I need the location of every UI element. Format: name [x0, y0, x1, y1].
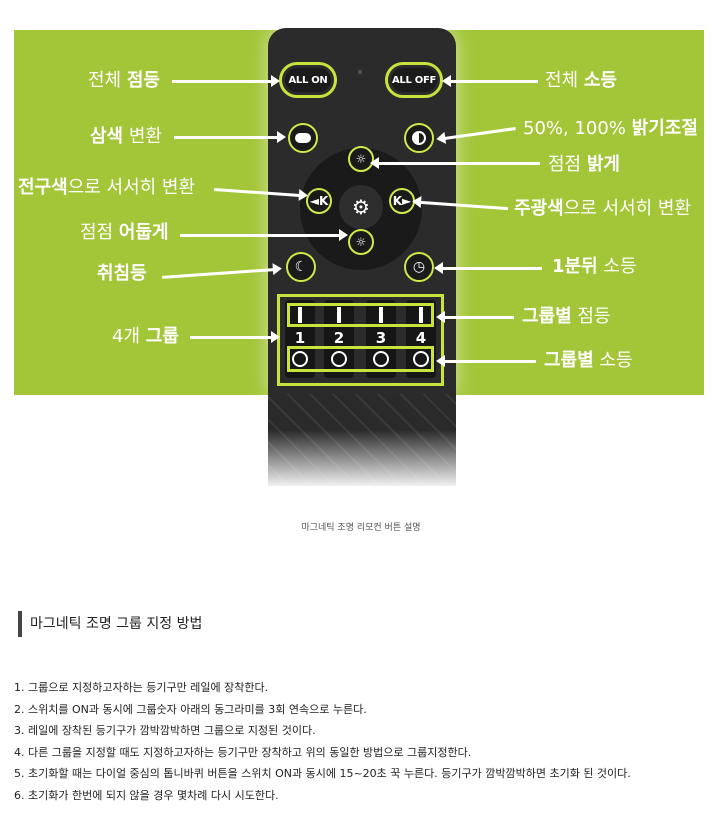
all-off-button[interactable]: ALL OFF: [391, 68, 437, 92]
color-toggle-icon: [295, 133, 311, 143]
label-sleep: 취침등: [97, 263, 147, 284]
day-gradual-button[interactable]: K►: [389, 188, 415, 214]
label-brighter: 점점 밝게: [548, 154, 620, 175]
indicator-dot: [358, 70, 362, 74]
list-item: 6. 초기화가 한번에 되지 않을 경우 몇차례 다시 시도한다.: [14, 788, 279, 802]
sun-down-icon: ☼: [355, 235, 367, 249]
all-off-label: ALL OFF: [391, 74, 437, 86]
group-4-off-icon: [413, 351, 429, 367]
label-color-change: 삼색 변환: [90, 126, 162, 147]
group-2-on-icon: [337, 307, 341, 323]
label-group-on: 그룹별 점등: [522, 306, 611, 327]
all-on-label: ALL ON: [288, 74, 328, 86]
clock-icon: ◷: [412, 259, 426, 275]
half-circle-icon: [412, 131, 426, 145]
group-number-4: 4: [415, 329, 427, 347]
group-4-on-icon: [419, 307, 423, 323]
group-number-2: 2: [333, 329, 345, 347]
group-1-on-icon: [298, 307, 302, 323]
figure-caption: 마그네틱 조명 리모컨 버튼 설명: [301, 523, 421, 533]
group-3-off-icon: [373, 351, 389, 367]
label-brightness: 50%, 100% 밝기조절: [523, 118, 698, 139]
warm-gradual-button[interactable]: ◄K: [306, 188, 332, 214]
label-all-off: 전체 소등: [545, 70, 617, 91]
all-on-highlight: [279, 62, 337, 98]
timer-off-button[interactable]: ◷: [404, 252, 434, 282]
all-on-button[interactable]: ALL ON: [285, 68, 331, 92]
group-off-row-highlight: [287, 346, 434, 372]
label-group-off: 그룹별 소등: [544, 350, 633, 371]
list-item: 2. 스위치를 ON과 동시에 그룹숫자 아래의 동그라미를 3회 연속으로 누…: [14, 702, 367, 716]
moon-icon: ☾: [294, 259, 308, 275]
group-2-off-icon: [331, 351, 347, 367]
label-day-gradual: 주광색으로 서서히 변환: [514, 198, 692, 219]
group-on-row-highlight: [287, 303, 434, 327]
color-change-button[interactable]: [288, 123, 318, 153]
group-1-off-icon: [292, 351, 308, 367]
brightness-button[interactable]: [404, 123, 434, 153]
sleep-button[interactable]: ☾: [286, 252, 316, 282]
label-warm-gradual: 전구색으로 서서히 변환: [18, 177, 196, 198]
sun-up-icon: ☼: [355, 152, 367, 166]
section-title: 마그네틱 조명 그룹 지정 방법: [18, 611, 202, 637]
gear-icon: ⚙: [352, 195, 370, 219]
label-one-minute-off: 1분뒤 소등: [552, 256, 637, 277]
label-all-on: 전체 점등: [88, 70, 160, 91]
list-item: 3. 레일에 장착된 등기구가 깜박깜박하면 그룹으로 지정된 것이다.: [14, 724, 316, 738]
group-3-on-icon: [379, 307, 383, 323]
list-item: 5. 초기화할 때는 다이얼 중심의 톱니바퀴 버튼을 스위치 ON과 동시에 …: [14, 767, 631, 781]
all-off-highlight: [385, 62, 443, 98]
label-darker: 점점 어둡게: [80, 222, 169, 243]
group-number-3: 3: [375, 329, 387, 347]
darker-button[interactable]: ☼: [348, 229, 374, 255]
left-arrow-k-icon: ◄K: [309, 194, 329, 208]
label-four-groups: 4개 그룹: [112, 326, 179, 347]
right-arrow-k-icon: K►: [392, 194, 412, 208]
list-item: 4. 다른 그룹을 지정할 때도 지정하고자하는 등기구만 장착하고 위의 동일…: [14, 745, 472, 759]
steps-list: 1. 그룹으로 지정하고자하는 등기구만 레일에 장착한다. 2. 스위치를 O…: [14, 677, 631, 807]
reset-gear-button[interactable]: ⚙: [339, 185, 383, 229]
list-item: 1. 그룹으로 지정하고자하는 등기구만 레일에 장착한다.: [14, 681, 269, 694]
group-number-1: 1: [294, 329, 306, 347]
